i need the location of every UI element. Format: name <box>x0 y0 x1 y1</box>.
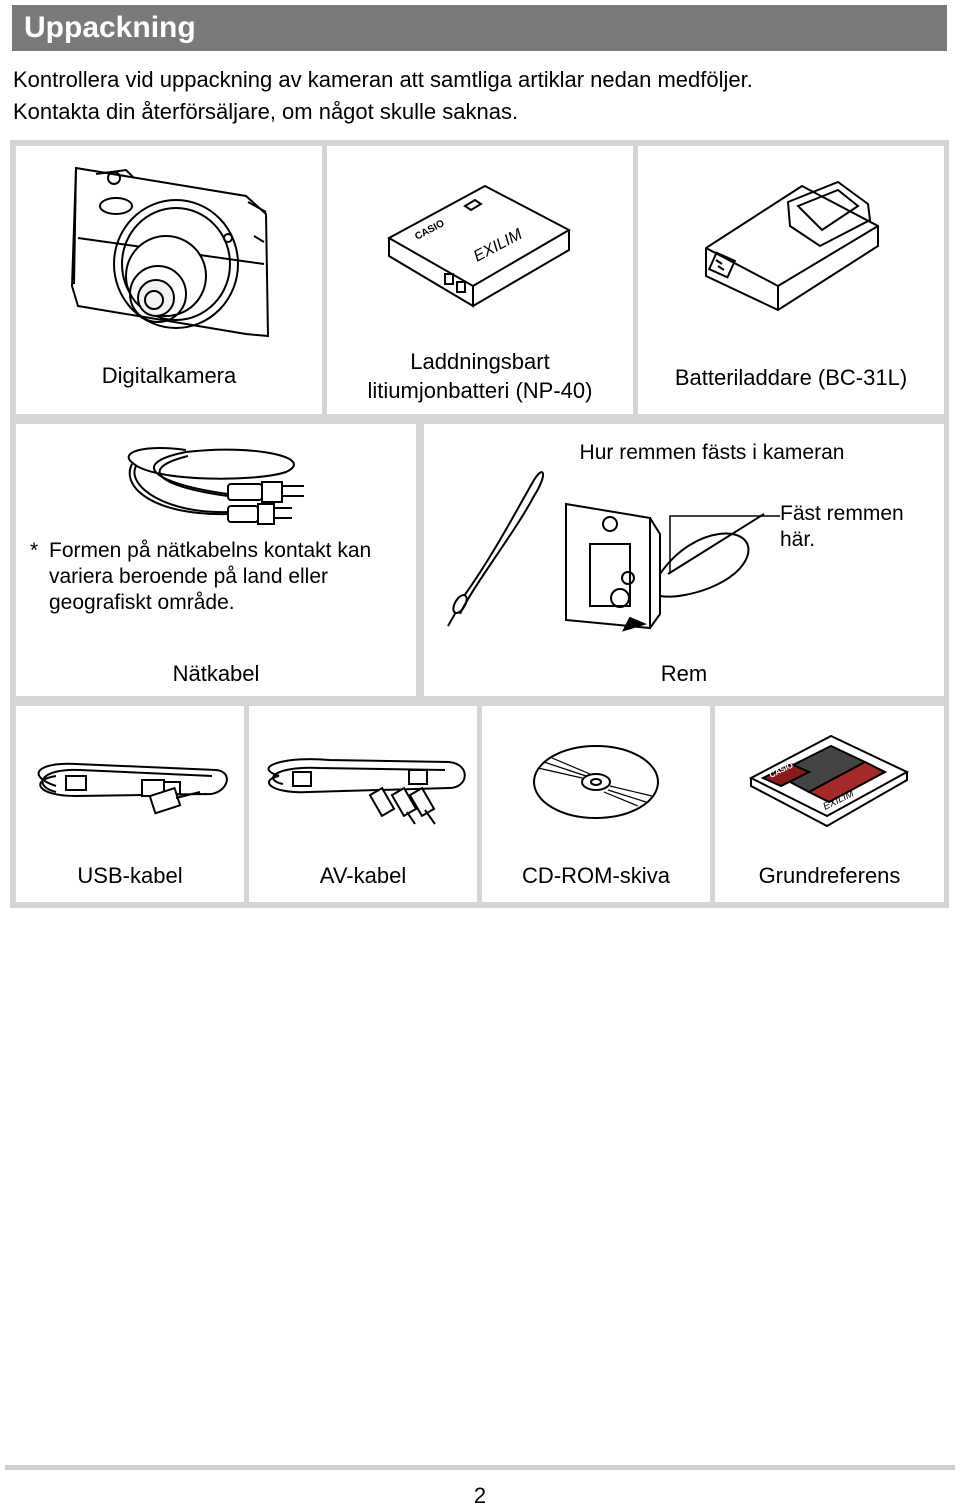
cd-rom-label: CD-ROM-skiva <box>522 863 670 888</box>
strap-label: Rem <box>660 661 708 686</box>
strap-heading: Hur remmen fästs i kameran <box>579 441 845 464</box>
power-cable-label: Nätkabel <box>172 661 260 686</box>
cell-camera: Digitalkamera <box>16 146 322 414</box>
battery-illustration: CASIO EXILIM <box>386 184 572 308</box>
page-number: 2 <box>473 1483 487 1508</box>
camera-label: Digitalkamera <box>101 363 237 388</box>
cell-strap: Hur remmen fästs i kameran Fäst remmen h… <box>424 424 944 696</box>
cell-av-cable: AV-kabel <box>249 706 477 902</box>
footer-divider <box>5 1465 955 1470</box>
cell-basic-reference: CASIO EXILIM Grundreferens <box>715 706 944 902</box>
intro-line-1: Kontrollera vid uppackning av kameran at… <box>13 67 753 92</box>
basic-reference-label: Grundreferens <box>758 863 901 888</box>
usb-cable-illustration <box>37 762 228 815</box>
charger-label: Batteriladdare (BC-31L) <box>674 365 908 390</box>
cd-rom-illustration <box>533 745 659 819</box>
cell-usb-cable: USB-kabel <box>16 706 244 902</box>
cell-battery: CASIO EXILIM Laddningsbart litiumjonbatt… <box>327 146 633 414</box>
cable-note-star: * <box>30 539 39 562</box>
attach-note-line-2: här. <box>780 528 816 551</box>
attach-note-line-1: Fäst remmen <box>780 502 904 525</box>
usb-cable-label: USB-kabel <box>77 863 183 888</box>
basic-reference-illustration: CASIO EXILIM <box>748 734 910 828</box>
cable-note-line-2: variera beroende på land eller <box>49 565 329 588</box>
cable-note-line-3: geografiskt område. <box>49 591 235 614</box>
charger-illustration <box>705 180 879 312</box>
cell-cd-rom: CD-ROM-skiva <box>482 706 710 902</box>
section-header: Uppackning <box>12 5 947 51</box>
camera-illustration <box>70 166 270 338</box>
battery-label-line-2: litiumjonbatteri (NP-40) <box>367 378 593 403</box>
strap-illustration <box>447 471 780 632</box>
power-cable-illustration <box>127 447 304 525</box>
intro-line-2: Kontakta din återförsäljare, om något sk… <box>13 99 519 124</box>
av-cable-label: AV-kabel <box>319 863 407 888</box>
av-cable-illustration <box>267 758 466 825</box>
intro-text: Kontrollera vid uppackning av kameran at… <box>13 64 753 128</box>
section-title: Uppackning <box>24 11 196 44</box>
cell-charger: Batteriladdare (BC-31L) <box>638 146 944 414</box>
battery-label-line-1: Laddningsbart <box>410 349 550 374</box>
cell-power-cable: * Formen på nätkabelns kontakt kan varie… <box>16 424 416 696</box>
cable-note-line-1: Formen på nätkabelns kontakt kan <box>49 539 372 562</box>
